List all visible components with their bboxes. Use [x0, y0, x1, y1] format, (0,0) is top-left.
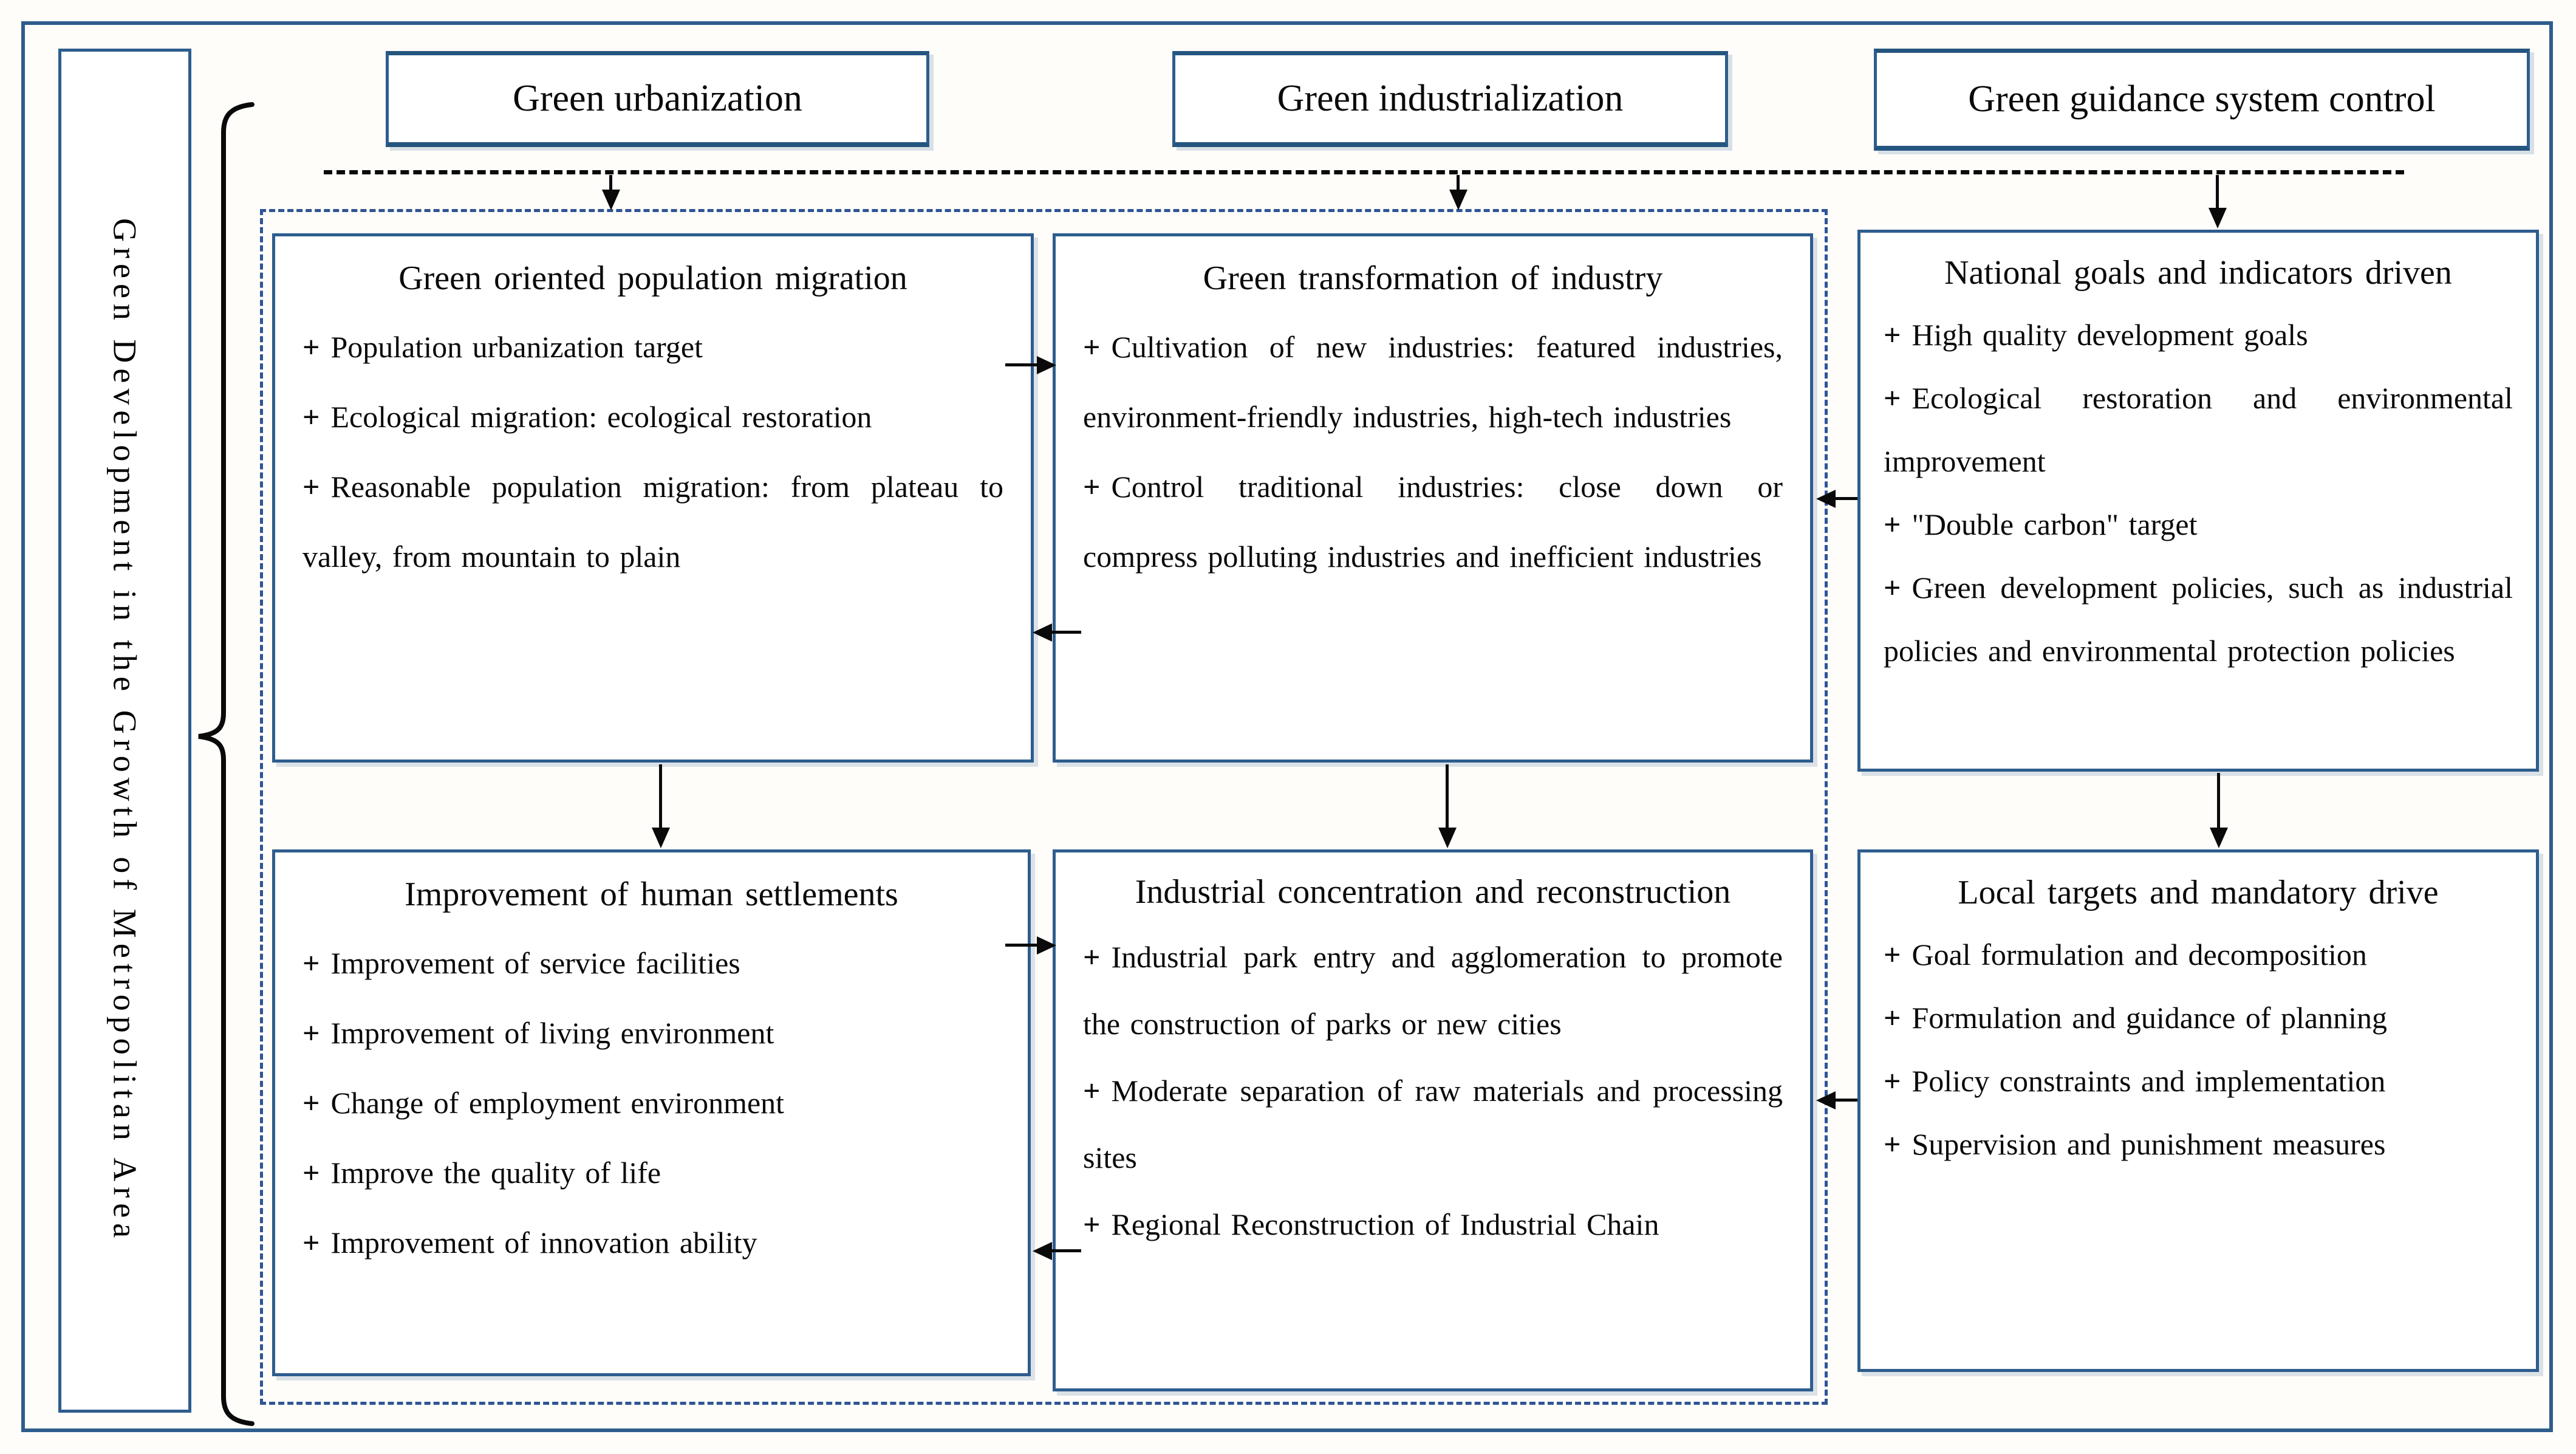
plus-bullet-icon: +	[1083, 1073, 1101, 1108]
plus-bullet-icon: +	[1884, 381, 1901, 415]
bullet-text: Cultivation of new industries: featured …	[1083, 330, 1783, 434]
bullet-item: +Green development policies, such as ind…	[1884, 556, 2513, 682]
box-national-goals-and-indicators-driven: National goals and indicators driven + Hi…	[1857, 230, 2539, 772]
arrow-settlements-to-concentration	[1005, 936, 1056, 955]
plus-bullet-icon: +	[302, 946, 320, 981]
bullet-text: Moderate separation of raw materials and…	[1083, 1073, 1783, 1175]
header-label: Green urbanization	[513, 78, 802, 119]
plus-bullet-icon: +	[302, 470, 320, 504]
arrow-down-to-urbanization-group	[601, 175, 620, 210]
bullet-text: Regional Reconstruction of Industrial Ch…	[1111, 1207, 1659, 1241]
bullet-text: "Double carbon" target	[1912, 507, 2198, 541]
bullet-item: + Goal formulation and decomposition	[1884, 923, 2513, 986]
box-green-oriented-population-migration: Green oriented population migration + Pop…	[272, 233, 1034, 763]
bullet-text: Control traditional industries: close do…	[1083, 470, 1783, 574]
box-title: Industrial concentration and reconstruct…	[1135, 873, 1731, 911]
sidebar-title-text: Green Development in the Growth of Metro…	[106, 218, 143, 1244]
bullet-item: + Policy constraints and implementation	[1884, 1049, 2513, 1113]
bullet-item: + Population urbanization target	[302, 312, 1003, 382]
arrow-transformation-to-concentration	[1438, 764, 1457, 848]
arrow-population-to-settlements	[651, 764, 670, 848]
plus-bullet-icon: +	[1884, 1001, 1901, 1035]
bullet-text: Improvement of service facilities	[330, 946, 740, 981]
bullet-item: + Improvement of service facilities	[302, 928, 1000, 998]
box-title: Improvement of human settlements	[405, 876, 898, 913]
plus-bullet-icon: +	[1083, 939, 1101, 974]
plus-bullet-icon: +	[1884, 507, 1901, 541]
bullet-item: + Supervision and punishment measures	[1884, 1113, 2513, 1176]
bullet-item: +Cultivation of new industries: featured…	[1083, 312, 1783, 452]
arrow-population-to-transformation	[1005, 355, 1056, 374]
bullet-item: + Improvement of living environment	[302, 998, 1000, 1068]
plus-bullet-icon: +	[1083, 470, 1101, 504]
bullet-item: +Control traditional industries: close d…	[1083, 452, 1783, 592]
bullet-text: Industrial park entry and agglomeration …	[1083, 939, 1783, 1041]
bullet-item: +Ecological restoration and environmenta…	[1884, 366, 2513, 493]
plus-bullet-icon: +	[1083, 1207, 1101, 1241]
bullet-text: Ecological migration: ecological restora…	[330, 400, 872, 434]
black-dashed-connector-line	[324, 170, 2404, 174]
bullet-text: Supervision and punishment measures	[1912, 1127, 2386, 1161]
bullet-text: Ecological restoration and environmental…	[1884, 381, 2513, 478]
bullet-item: + Improvement of innovation ability	[302, 1208, 1000, 1278]
box-local-targets-and-mandatory-drive: Local targets and mandatory drive + Goal …	[1857, 849, 2539, 1372]
bullet-text: Improve the quality of life	[330, 1156, 661, 1190]
bullet-text: Goal formulation and decomposition	[1912, 938, 2367, 972]
header-label: Green industrialization	[1277, 78, 1624, 119]
box-improvement-of-human-settlements: Improvement of human settlements + Improv…	[272, 849, 1031, 1376]
plus-bullet-icon: +	[1884, 938, 1901, 972]
blue-dashed-group-frame	[260, 209, 1828, 1405]
arrow-transformation-to-population	[1033, 623, 1081, 642]
header-green-industrialization: Green industrialization	[1172, 51, 1728, 147]
bullet-text: Improvement of innovation ability	[330, 1226, 757, 1260]
plus-bullet-icon: +	[302, 1086, 320, 1120]
box-title: Green oriented population migration	[398, 259, 907, 297]
bullet-item: +Industrial park entry and agglomeration…	[1083, 924, 1783, 1057]
arrow-concentration-to-settlements	[1033, 1241, 1081, 1260]
bullet-item: + Change of employment environment	[302, 1068, 1000, 1138]
box-title: Green transformation of industry	[1203, 259, 1663, 297]
bullet-text: Population urbanization target	[330, 330, 703, 365]
bullet-item: + Ecological migration: ecological restor…	[302, 382, 1003, 452]
arrow-down-to-industrialization-group	[1449, 175, 1467, 210]
plus-bullet-icon: +	[1083, 330, 1101, 365]
bullet-item: + Improve the quality of life	[302, 1138, 1000, 1208]
plus-bullet-icon: +	[1884, 571, 1901, 605]
arrow-national-to-local	[2209, 773, 2228, 848]
bullet-item: + Formulation and guidance of planning	[1884, 986, 2513, 1049]
arrow-national-to-transformation	[1816, 489, 1857, 508]
outer-border-frame	[21, 21, 2553, 1432]
bullet-item: +Reasonable population migration: from p…	[302, 452, 1003, 592]
bullet-text: High quality development goals	[1912, 318, 2308, 352]
box-industrial-concentration-and-reconstruction: Industrial concentration and reconstruct…	[1053, 849, 1813, 1391]
plus-bullet-icon: +	[302, 1226, 320, 1260]
header-label: Green guidance system control	[1968, 78, 2436, 120]
bullet-text: Green development policies, such as indu…	[1884, 571, 2513, 668]
box-green-transformation-of-industry: Green transformation of industry +Cultiv…	[1053, 233, 1813, 763]
bullet-item: +Moderate separation of raw materials an…	[1083, 1057, 1783, 1191]
plus-bullet-icon: +	[1884, 1127, 1901, 1161]
arrow-down-to-national-goals	[2208, 175, 2227, 228]
plus-bullet-icon: +	[1884, 318, 1901, 352]
bullet-text: Formulation and guidance of planning	[1912, 1001, 2388, 1035]
plus-bullet-icon: +	[302, 1016, 320, 1051]
bullet-text: Policy constraints and implementation	[1912, 1064, 2386, 1098]
plus-bullet-icon: +	[1884, 1064, 1901, 1098]
bullet-text: Reasonable population migration: from pl…	[302, 470, 1003, 574]
arrow-local-to-concentration	[1816, 1091, 1857, 1109]
box-title: Local targets and mandatory drive	[1958, 874, 2439, 911]
plus-bullet-icon: +	[302, 330, 320, 365]
plus-bullet-icon: +	[302, 1156, 320, 1190]
bullet-item: + High quality development goals	[1884, 303, 2513, 366]
bullet-item: + "Double carbon" target	[1884, 493, 2513, 556]
bullet-item: + Regional Reconstruction of Industrial C…	[1083, 1191, 1783, 1258]
plus-bullet-icon: +	[302, 400, 320, 434]
bullet-text: Improvement of living environment	[330, 1016, 774, 1051]
bullet-text: Change of employment environment	[330, 1086, 785, 1120]
box-title: National goals and indicators driven	[1944, 254, 2452, 292]
header-green-guidance-system-control: Green guidance system control	[1874, 49, 2530, 151]
header-green-urbanization: Green urbanization	[386, 51, 929, 147]
sidebar-title-box: Green Development in the Growth of Metro…	[58, 49, 191, 1413]
